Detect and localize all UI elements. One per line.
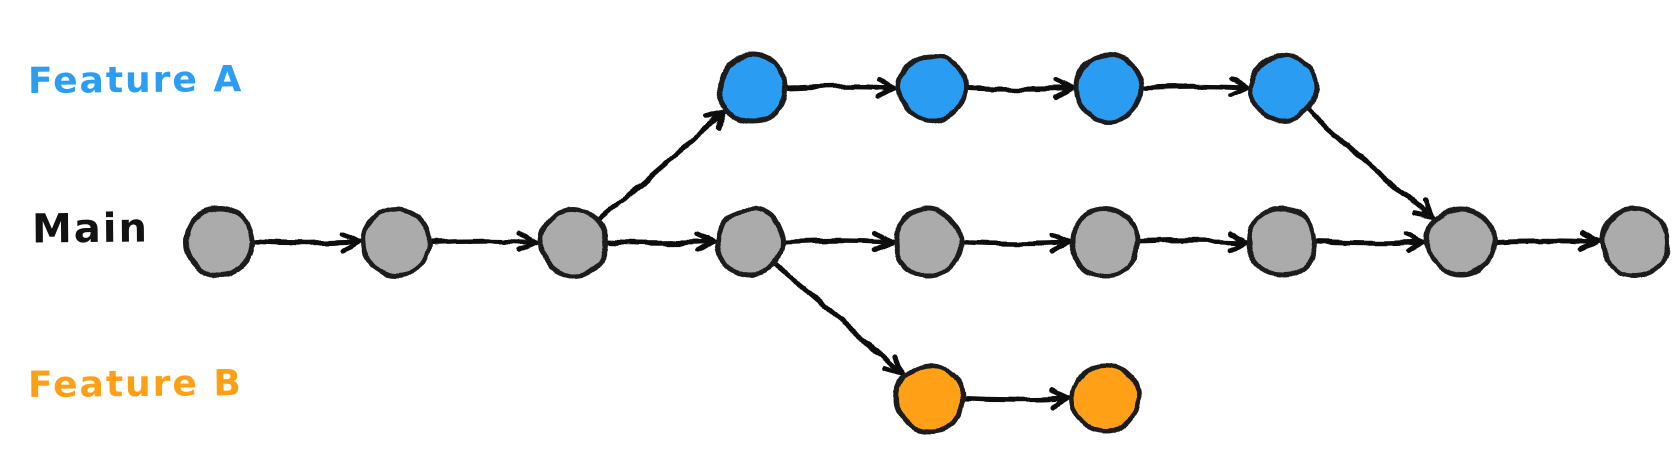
- edge-commit-m7-m8: [1314, 239, 1427, 246]
- commit-node-m9: [1599, 206, 1671, 278]
- commit-node-b2: [1069, 362, 1141, 434]
- edge-commit-a1-a2: [784, 84, 898, 91]
- commit-node-m7: [1246, 206, 1318, 278]
- branch-label-main: Main: [31, 205, 150, 253]
- commit-node-m2: [360, 206, 432, 278]
- edge-commit-b1-b2: [962, 395, 1071, 402]
- branch-label-feature-b: Feature B: [27, 363, 244, 406]
- edge-commit-a3-a4: [1141, 84, 1249, 91]
- commit-node-a3: [1073, 52, 1145, 124]
- arrowhead-icon: [1405, 231, 1427, 254]
- arrowhead-icon: [1579, 230, 1601, 253]
- arrowhead-icon: [872, 230, 894, 253]
- arrowhead-icon: [340, 231, 362, 254]
- arrowhead-icon: [694, 231, 716, 254]
- commit-node-a1: [716, 52, 788, 124]
- commit-node-a2: [896, 52, 968, 124]
- arrowhead-icon: [704, 109, 727, 132]
- edge-commit-m2-m3: [428, 238, 539, 245]
- edge-commit-m4-m5: [782, 238, 894, 245]
- nodes-layer: [183, 52, 1671, 434]
- arrowhead-icon: [1227, 76, 1249, 99]
- arrowhead-icon: [882, 354, 905, 377]
- edge-commit-m6-m7: [1137, 238, 1248, 245]
- arrowhead-icon: [1053, 77, 1075, 100]
- edge-merge-a4-m8: [1306, 108, 1436, 221]
- commit-node-m1: [183, 206, 255, 278]
- edge-branch-m4-b1: [773, 262, 905, 377]
- arrowhead-icon: [1049, 387, 1071, 410]
- commit-node-m4: [714, 206, 786, 278]
- arrowhead-icon: [1412, 198, 1436, 221]
- commit-node-m5: [892, 206, 964, 278]
- commit-node-a4: [1247, 52, 1319, 124]
- edge-branch-m3-a1: [597, 109, 727, 222]
- arrowhead-icon: [876, 76, 898, 99]
- edges-layer: [251, 76, 1601, 410]
- commit-node-m8: [1425, 206, 1497, 278]
- edge-commit-m8-m9: [1493, 238, 1601, 245]
- edge-commit-m1-m2: [251, 239, 362, 246]
- edge-commit-m5-m6: [960, 239, 1071, 246]
- edge-commit-m3-m4: [605, 239, 716, 246]
- commit-node-m6: [1069, 206, 1141, 278]
- arrowhead-icon: [1226, 230, 1248, 253]
- edge-commit-a2-a3: [964, 85, 1075, 92]
- commit-node-b1: [894, 362, 966, 434]
- branch-label-feature-a: Feature A: [27, 59, 244, 102]
- arrowhead-icon: [517, 230, 539, 253]
- commit-node-m3: [537, 206, 609, 278]
- arrowhead-icon: [1049, 231, 1071, 254]
